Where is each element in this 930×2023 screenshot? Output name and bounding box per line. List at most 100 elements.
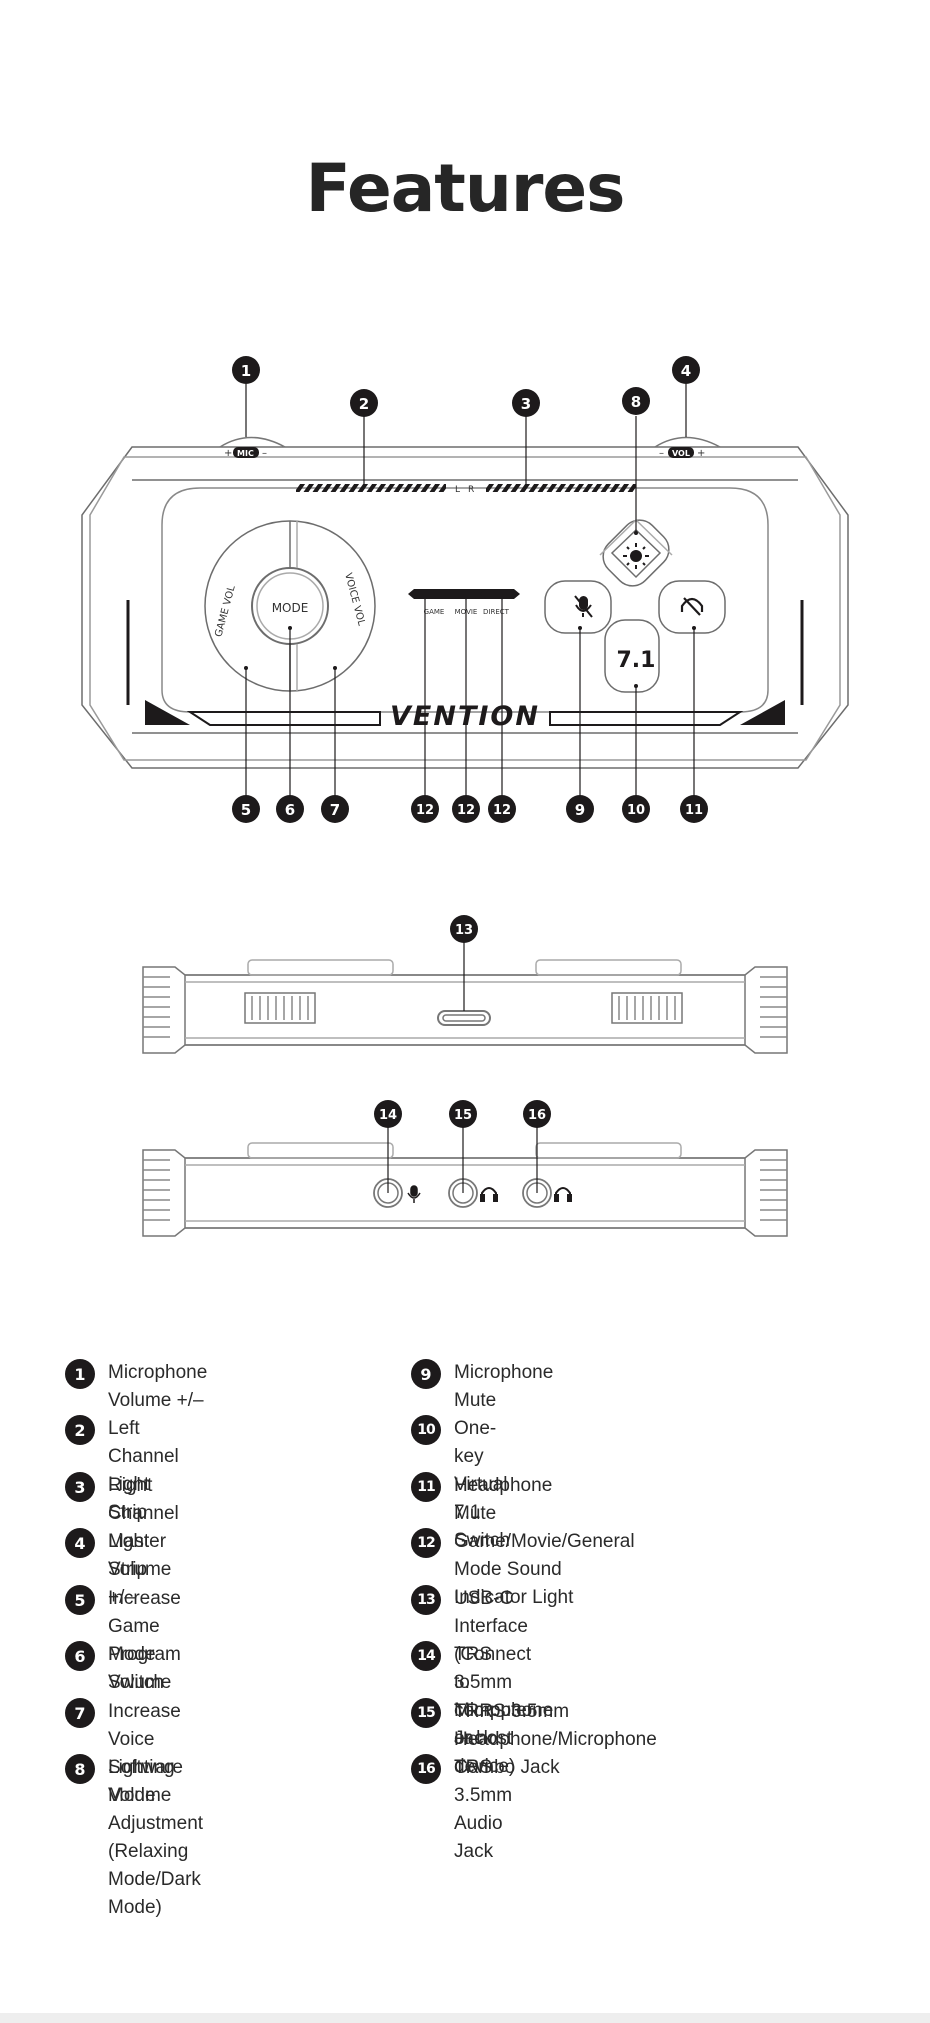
direct-label: DIRECT <box>483 608 510 616</box>
mic-mute-icon <box>574 595 593 618</box>
legend-label: TRS 3.5mm Microphone Jack <box>454 1644 554 1749</box>
indicator-movie <box>449 589 493 599</box>
callout-8 <box>622 387 650 415</box>
callout-12-movie <box>452 795 480 823</box>
legend-number: 9 <box>411 1359 441 1389</box>
usb-c-port <box>437 1010 491 1026</box>
svg-text:8: 8 <box>631 393 641 411</box>
legend-label: TRS 3.5mm Audio Jack <box>454 1757 513 1862</box>
legend-number: 6 <box>65 1641 95 1671</box>
svg-text:2: 2 <box>359 395 369 413</box>
legend-number: 1 <box>65 1359 95 1389</box>
legend-number: 12 <box>411 1528 441 1558</box>
front-view <box>142 1142 788 1237</box>
indicator-game <box>408 589 464 599</box>
leader-lines <box>245 384 695 796</box>
left-corner-accent <box>145 700 190 725</box>
legend-label: TRRS 3.5mm Headphone/Microphone Combo Ja… <box>454 1701 657 1778</box>
device-diagram: L R + MIC – – VOL + MODE GAME VOL VOICE … <box>81 356 849 1237</box>
legend-item-12: 12 Game/Movie/General Mode Sound Indicat… <box>411 1528 635 1612</box>
brand-logo: VENTION <box>390 701 540 732</box>
callout-2 <box>350 389 378 417</box>
svg-text:4: 4 <box>681 362 691 380</box>
callout-13 <box>450 915 478 943</box>
legend-item-6: 6 Mode Switch <box>65 1641 164 1697</box>
headphone-icon <box>554 1187 572 1202</box>
svg-text:14: 14 <box>379 1108 397 1123</box>
voice-vol-label: VOICE VOL <box>342 572 367 627</box>
svg-text:10: 10 <box>627 803 645 818</box>
legend-label: Left Channel Light Strip <box>108 1418 179 1523</box>
game-label: GAME <box>424 608 445 616</box>
front-view-vents <box>143 1159 787 1221</box>
legend-label: Increase Game Program Volume <box>108 1588 181 1693</box>
legend-label: Game/Movie/General Mode Sound Indicator … <box>454 1531 635 1608</box>
callout-4 <box>672 356 700 384</box>
legend-label: One-key Virtual 7.1 Switch <box>454 1418 510 1551</box>
legend-label: USB-C Interface (Connect to computer or … <box>454 1588 534 1777</box>
callout-12-direct <box>488 795 516 823</box>
legend-number: 10 <box>411 1415 441 1445</box>
svg-text:3: 3 <box>521 395 531 413</box>
legend-number: 7 <box>65 1698 95 1728</box>
callout-14 <box>374 1100 402 1128</box>
mic-badge <box>233 447 259 458</box>
mic-minus: – <box>262 448 267 459</box>
legend-item-8: 8 Lighting Mode Adjustment (Relaxing Mod… <box>65 1754 203 1922</box>
vol-label: VOL <box>672 449 690 458</box>
legend-label: Microphone Mute <box>454 1362 554 1411</box>
mic-wheel <box>219 436 286 448</box>
mic-plus: + <box>224 448 232 459</box>
callout-9 <box>566 795 594 823</box>
left-label: L <box>455 485 460 495</box>
legend-number: 2 <box>65 1415 95 1445</box>
legend-label-sub: (Relaxing Mode/Dark Mode) <box>108 1841 201 1918</box>
svg-text:16: 16 <box>528 1108 546 1123</box>
legend-item-16: 16 TRS 3.5mm Audio Jack <box>411 1754 512 1866</box>
legend-number: 5 <box>65 1585 95 1615</box>
legend-number: 15 <box>411 1698 441 1728</box>
svg-text:12: 12 <box>416 803 434 818</box>
right-corner-accent <box>740 700 785 725</box>
svg-text:12: 12 <box>457 803 475 818</box>
callout-12-game <box>411 795 439 823</box>
callout-10 <box>622 795 650 823</box>
svg-text:11: 11 <box>685 803 703 818</box>
legend-item-2: 2 Left Channel Light Strip <box>65 1415 179 1527</box>
back-view <box>142 959 788 1054</box>
microphone-icon <box>407 1185 421 1203</box>
mode-label: MODE <box>272 601 309 615</box>
legend-item-5: 5 Increase Game Program Volume <box>65 1585 181 1697</box>
vol-minus: – <box>659 448 664 459</box>
svg-text:9: 9 <box>575 801 585 819</box>
legend-item-13: 13 USB-C Interface (Connect to computer … <box>411 1585 533 1781</box>
legend-label: Microphone Volume +/– <box>108 1362 208 1411</box>
svg-text:12: 12 <box>493 803 511 818</box>
legend-label: Master Volume +/– <box>108 1531 172 1608</box>
page-title: Features <box>305 150 626 227</box>
callout-1 <box>232 356 260 384</box>
callout-6 <box>276 795 304 823</box>
legend-number: 4 <box>65 1528 95 1558</box>
svg-text:6: 6 <box>285 801 295 819</box>
back-view-vents <box>143 976 787 1038</box>
top-view <box>81 436 849 769</box>
bottom-divider <box>0 2013 930 2023</box>
callout-15 <box>449 1100 477 1128</box>
svg-text:5: 5 <box>241 801 251 819</box>
svg-text:7: 7 <box>330 801 340 819</box>
right-label: R <box>468 485 474 495</box>
legend-number: 11 <box>411 1472 441 1502</box>
headphone-mute-icon <box>680 597 704 616</box>
svg-text:15: 15 <box>454 1108 472 1123</box>
legend-label: Lighting Mode Adjustment <box>108 1757 204 1834</box>
headset-icon <box>480 1187 498 1202</box>
legend-label: Increase Voice Software Volume <box>108 1701 183 1806</box>
legend-item-9: 9 Microphone Mute <box>411 1359 553 1415</box>
legend-number: 8 <box>65 1754 95 1784</box>
legend-item-7: 7 Increase Voice Software Volume <box>65 1698 183 1810</box>
callout-16 <box>523 1100 551 1128</box>
legend-label: Headphone Mute <box>454 1475 553 1524</box>
legend-item-10: 10 One-key Virtual 7.1 Switch <box>411 1415 510 1555</box>
vol-badge <box>668 447 694 458</box>
